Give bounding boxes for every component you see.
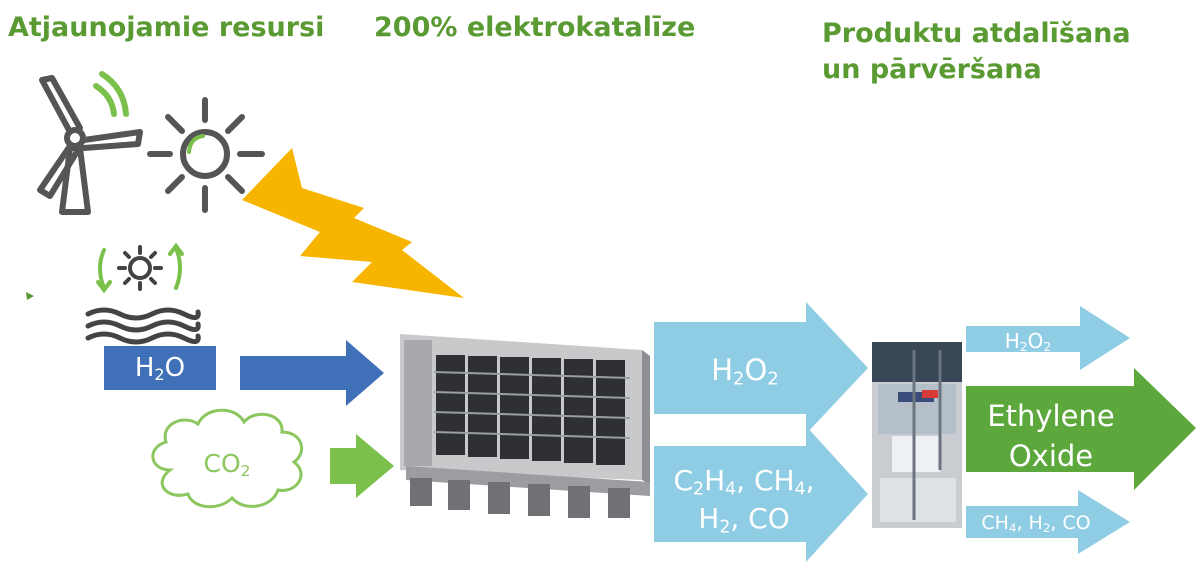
lab-setup-image (872, 342, 962, 528)
peroxide-output-label: H2O2 (711, 353, 779, 390)
gases-output-arrow (654, 426, 868, 562)
gases-output-label: C2H4, CH4, H2, CO (673, 464, 815, 538)
water-input-arrow (240, 340, 384, 406)
ethylene-oxide-line1: Ethylene (987, 399, 1115, 433)
gases-product-arrow (966, 490, 1130, 554)
ethylene-oxide-line2: Oxide (1008, 439, 1094, 473)
electrolyzer-stack-image (400, 334, 650, 518)
cloud-icon (151, 408, 304, 509)
electrocatalysis-heading: 200% elektrokatalīze (374, 12, 696, 43)
ethylene-oxide-arrow (966, 368, 1196, 490)
sun-icon (147, 97, 265, 213)
co2-input-arrow (330, 434, 394, 498)
water-input-box (104, 346, 216, 390)
wind-turbine-icon (37, 71, 143, 215)
water-input-label: H2O (134, 353, 186, 385)
left-marker (26, 292, 34, 300)
water-cycle-icon (85, 242, 201, 345)
co2-input-label: CO2 (203, 449, 251, 480)
renewable-resources-heading: Atjaunojamie resursi (8, 12, 325, 43)
peroxide-product-arrow (966, 306, 1130, 370)
product-separation-line1: Produktu atdalīšana (822, 18, 1131, 49)
ethylene-oxide-label: Ethylene Oxide (966, 396, 1136, 476)
peroxide-output-arrow (654, 302, 868, 434)
product-separation-heading: Produktu atdalīšana un pārvēršana (822, 16, 1131, 88)
lightning-bolt-icon (242, 148, 464, 298)
product-separation-line2: un pārvēršana (822, 54, 1042, 85)
peroxide-product-label: H2O2 (1004, 329, 1052, 355)
gases-product-label: CH4, H2, CO (981, 512, 1091, 535)
